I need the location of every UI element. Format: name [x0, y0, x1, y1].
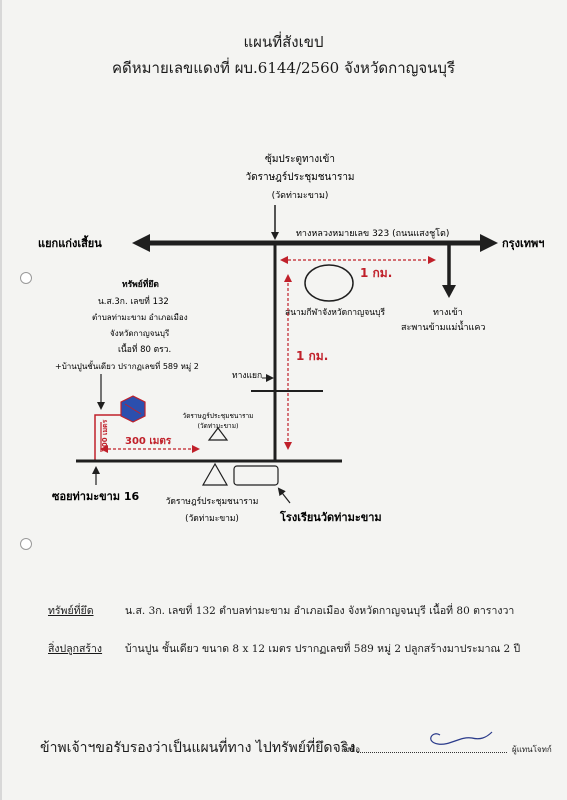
property-line-4: จังหวัดกาญจนบุรี — [110, 329, 170, 338]
distance-300-arrow-left — [100, 445, 108, 453]
distance-v-arrow-top — [284, 274, 292, 282]
property-line-2: น.ส.3ก. เลขที่ 132 — [98, 295, 169, 307]
bridge-label-1: ทางเข้า — [433, 307, 463, 318]
sign-label: ลงชื่อ — [341, 745, 361, 754]
distance-h-arrow-right — [428, 256, 436, 264]
school-pointer — [277, 487, 291, 504]
left-road-label: แยกแก่งเสี้ยน — [38, 235, 102, 250]
arch-label-2: วัดราษฎร์ประชุมชนาราม — [245, 171, 354, 183]
highway-label: ทางหลวงหมายเลข 323 (ถนนแสงชูโต) — [296, 228, 449, 239]
soi-label: ซอยท่ามะขาม 16 — [52, 490, 140, 503]
school-label: โรงเรียนวัดท่ามะขาม — [279, 510, 382, 524]
distance-300-arrow-right — [192, 445, 200, 453]
temple-upper-icon — [207, 427, 229, 441]
distance-200-label: 200 เมตร — [101, 419, 109, 452]
highway-arrow-left — [132, 234, 150, 252]
property-access-path — [94, 414, 121, 460]
signature-line — [357, 752, 507, 753]
building-section-label: สิ่งปลูกสร้าง — [48, 643, 103, 655]
property-parcel-hatch — [124, 403, 142, 415]
temple-upper-label-2: (วัดท่ามะขาม) — [197, 422, 238, 430]
building-section-text: บ้านปูน ชั้นเดียว ขนาด 8 x 12 เมตร ปรากฏ… — [125, 643, 521, 655]
stadium-circle — [304, 264, 354, 302]
arch-label-3: (วัดท่ามะขาม) — [272, 191, 329, 201]
right-road-label: กรุงเทพฯ — [502, 237, 544, 251]
case-number: คดีหมายเลขแดงที่ ผบ.6144/2560 จังหวัดกาญ… — [111, 59, 456, 77]
temple-lower-label-2: (วัดท่ามะขาม) — [185, 514, 239, 524]
distance-h-arrow-left — [280, 256, 288, 264]
bridge-arrow — [442, 285, 456, 298]
highway-arrow-right — [480, 234, 498, 252]
punch-hole-bottom — [20, 538, 32, 550]
property-section-text: น.ส. 3ก. เลขที่ 132 ตำบลท่ามะขาม อำเภอเม… — [125, 605, 515, 617]
property-line-3: ตำบลท่ามะขาม อำเภอเมือง — [92, 313, 188, 322]
property-section-label: ทรัพย์ที่ยึด — [48, 605, 94, 617]
junction-label: ทางแยก — [232, 371, 262, 381]
temple-lower-label-1: วัดราษฎร์ประชุมชนาราม — [166, 496, 259, 507]
bridge-label-2: สะพานข้ามแม่น้ำแคว — [401, 320, 485, 333]
distance-horizontal-label: 1 กม. — [360, 266, 392, 280]
arch-label-1: ซุ้มประตูทางเข้า — [265, 153, 335, 165]
certification-statement: ข้าพเจ้าฯขอรับรองว่าเป็นแผนที่ทาง ไปทรัพ… — [40, 740, 356, 756]
distance-v-arrow-bottom — [284, 442, 292, 450]
school-building — [233, 465, 279, 486]
temple-upper-label-1: วัดราษฎร์ประชุมชนาราม — [183, 412, 254, 420]
distance-vertical-label: 1 กม. — [296, 349, 328, 363]
property-line-5: เนื้อที่ 80 ตรว. — [118, 343, 171, 355]
stadium-label: สนามกีฬาจังหวัดกาญจนบุรี — [285, 307, 385, 318]
signature-scribble — [430, 731, 493, 745]
page-title: แผนที่สังเขป — [243, 33, 324, 51]
temple-lower-icon — [201, 462, 229, 486]
property-line-6: +บ้านปูนชั้นเดียว ปรากฏเลขที่ 589 หมู่ 2 — [55, 360, 199, 372]
property-line-1: ทรัพย์ที่ยึด — [122, 277, 159, 290]
distance-300-label: 300 เมตร — [125, 436, 172, 447]
signer-role: ผู้แทนโจทก์ — [512, 745, 552, 754]
punch-hole-top — [20, 272, 32, 284]
